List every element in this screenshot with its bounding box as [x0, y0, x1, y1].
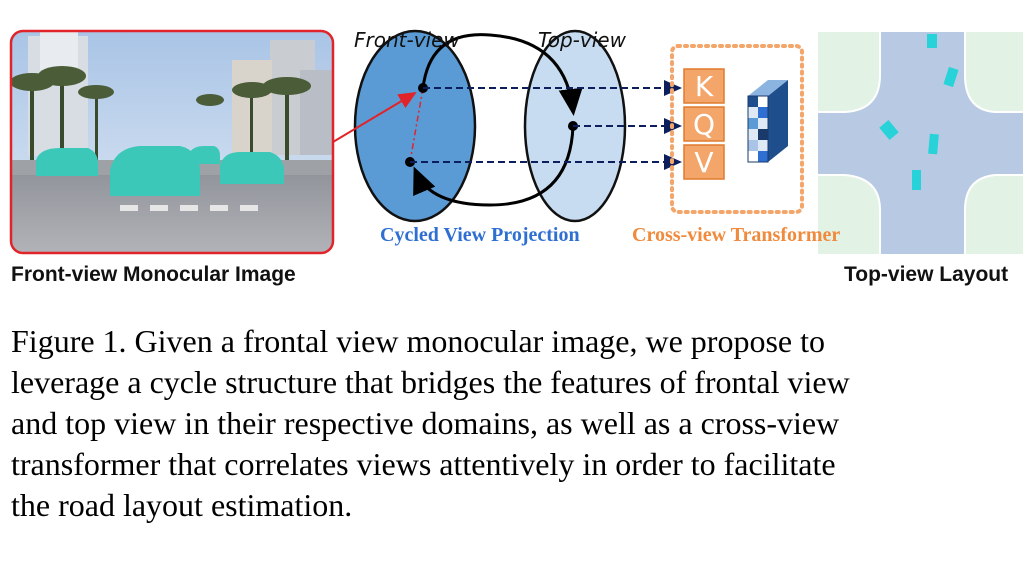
figure-graphic	[9, 29, 1023, 255]
attention-cube-icon	[747, 80, 788, 163]
kqv-stack	[683, 68, 725, 180]
front-view-photo	[11, 31, 333, 253]
v-box	[683, 144, 725, 180]
k-box	[683, 68, 725, 104]
top-view-label: Top-view	[538, 28, 626, 52]
front-view-ellipse	[353, 29, 477, 223]
k-label: K	[694, 69, 714, 103]
q-box	[683, 106, 725, 142]
top-view-layout-map	[818, 32, 1023, 254]
front-view-image-label: Front-view Monocular Image	[11, 263, 296, 286]
caption-line: the road layout estimation.	[11, 487, 353, 523]
cycle-arrow-forward	[421, 33, 583, 116]
caption-line: transformer that correlates views attent…	[11, 446, 836, 482]
cross-view-transformer-label: Cross-view Transformer	[632, 224, 841, 246]
photo-to-ellipse-arrow	[332, 91, 417, 143]
v-label: V	[694, 145, 714, 179]
caption-line: and top view in their respective domains…	[11, 405, 840, 441]
cycled-view-projection-label: Cycled View Projection	[380, 224, 580, 246]
caption-line: Figure 1. Given a frontal view monocular…	[11, 323, 825, 359]
transformer-box	[670, 44, 804, 214]
front-view-label: Front-view	[354, 28, 460, 52]
front-dashed-link	[409, 87, 424, 163]
q-label: Q	[692, 107, 716, 141]
figure-caption: Figure 1. Given a frontal view monocular…	[11, 321, 1021, 526]
top-view-layout-label: Top-view Layout	[844, 263, 1009, 286]
caption-line: leverage a cycle structure that bridges …	[11, 364, 850, 400]
